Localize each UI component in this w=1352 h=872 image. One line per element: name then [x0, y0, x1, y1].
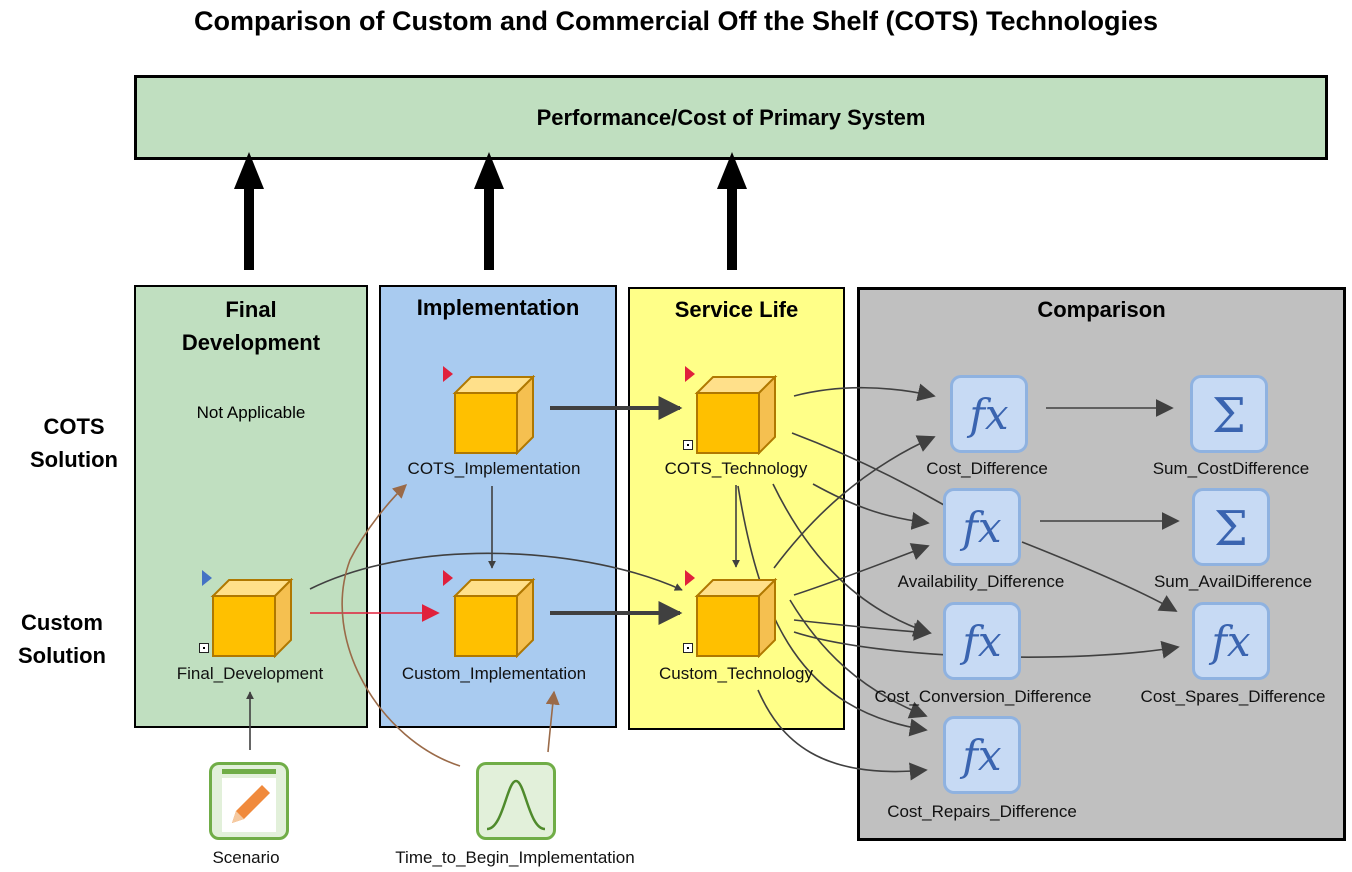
label-final-development: Final_Development	[176, 664, 324, 683]
not-applicable-text: Not Applicable	[196, 403, 306, 422]
node-cots-technology[interactable]	[694, 374, 778, 460]
label-cost-spares-difference: Cost_Spares_Difference	[1140, 687, 1326, 706]
cube-icon	[694, 374, 778, 456]
node-sum-availdifference[interactable]: Σ	[1192, 488, 1270, 566]
blue-flag-icon	[202, 570, 212, 586]
cube-icon	[452, 374, 536, 456]
panel-title-implementation: Implementation	[416, 295, 580, 320]
node-cost-spares-difference[interactable]: fx	[1192, 602, 1270, 680]
label-time-to-begin-implementation: Time_to_Begin_Implementation	[395, 848, 635, 867]
sigma-icon: Σ	[1214, 501, 1248, 557]
label-cost-conversion-difference: Cost_Conversion_Difference	[874, 687, 1092, 706]
distribution-icon	[486, 779, 546, 831]
panel-title-final-line1: Final	[225, 297, 277, 322]
node-custom-implementation[interactable]	[452, 577, 536, 663]
row-label-cots: COTS Solution	[22, 410, 126, 476]
red-flag-icon	[443, 570, 453, 586]
cube-icon	[452, 577, 536, 659]
label-cost-repairs-difference: Cost_Repairs_Difference	[887, 802, 1077, 821]
svg-text:Σ: Σ	[1214, 501, 1248, 557]
brown-arrows	[341, 484, 560, 767]
sigma-icon: Σ	[1212, 388, 1246, 444]
pencil-icon	[222, 769, 276, 832]
node-custom-technology[interactable]	[694, 577, 778, 663]
row-label-custom-line2: Solution	[18, 643, 106, 668]
upward-arrows	[234, 152, 747, 270]
red-flag-icon	[685, 570, 695, 586]
node-cost-conversion-difference[interactable]: fx	[943, 602, 1021, 680]
function-icon: fx	[1208, 617, 1251, 666]
node-time-to-begin-implementation[interactable]	[476, 762, 556, 840]
indicator-icon	[199, 643, 209, 653]
node-final-development[interactable]	[210, 577, 294, 663]
thick-arrows	[550, 396, 683, 625]
flags	[202, 366, 695, 586]
panel-title-comparison: Comparison	[1037, 297, 1166, 322]
function-icon: fx	[959, 731, 1002, 780]
svg-text:Σ: Σ	[1212, 388, 1246, 444]
label-scenario: Scenario	[212, 848, 280, 867]
function-icon: fx	[959, 503, 1002, 552]
svg-text:fx: fx	[959, 731, 1002, 780]
node-cost-difference[interactable]: fx	[950, 375, 1028, 453]
label-cots-implementation: COTS_Implementation	[407, 459, 581, 478]
indicator-icon	[683, 440, 693, 450]
node-cots-implementation[interactable]	[452, 374, 536, 460]
row-label-cots-line2: Solution	[30, 447, 118, 472]
function-icon: fx	[966, 390, 1009, 439]
panel-title-service-life: Service Life	[674, 297, 799, 322]
row-label-cots-line1: COTS	[43, 414, 105, 439]
panel-title-final-development: Final Development	[136, 293, 366, 359]
panel-title-final-line2: Development	[181, 330, 321, 355]
label-custom-implementation: Custom_Implementation	[401, 664, 587, 683]
diagram-title: Comparison of Custom and Commercial Off …	[193, 6, 1159, 36]
red-flag-icon	[443, 366, 453, 382]
label-cost-difference: Cost_Difference	[926, 459, 1048, 478]
label-cots-technology: COTS_Technology	[664, 459, 808, 478]
svg-text:fx: fx	[1208, 617, 1251, 666]
label-custom-technology: Custom_Technology	[658, 664, 814, 683]
svg-text:fx: fx	[966, 390, 1009, 439]
row-label-custom-line1: Custom	[21, 610, 103, 635]
indicator-icon	[683, 643, 693, 653]
objective-node[interactable]: Performance/Cost of Primary System	[134, 75, 1328, 160]
node-scenario[interactable]	[209, 762, 289, 840]
svg-text:fx: fx	[959, 503, 1002, 552]
function-icon: fx	[959, 617, 1002, 666]
label-availability-difference: Availability_Difference	[897, 572, 1065, 591]
row-label-custom: Custom Solution	[10, 606, 114, 672]
red-flag-icon	[685, 366, 695, 382]
label-sum-costdifference: Sum_CostDifference	[1152, 459, 1310, 478]
node-cost-repairs-difference[interactable]: fx	[943, 716, 1021, 794]
cube-icon	[210, 577, 294, 659]
influence-arrows	[246, 383, 1180, 781]
cube-icon	[694, 577, 778, 659]
objective-label: Performance/Cost of Primary System	[536, 104, 926, 130]
node-sum-costdifference[interactable]: Σ	[1190, 375, 1268, 453]
node-availability-difference[interactable]: fx	[943, 488, 1021, 566]
svg-text:fx: fx	[959, 617, 1002, 666]
label-sum-availdifference: Sum_AvailDifference	[1153, 572, 1313, 591]
